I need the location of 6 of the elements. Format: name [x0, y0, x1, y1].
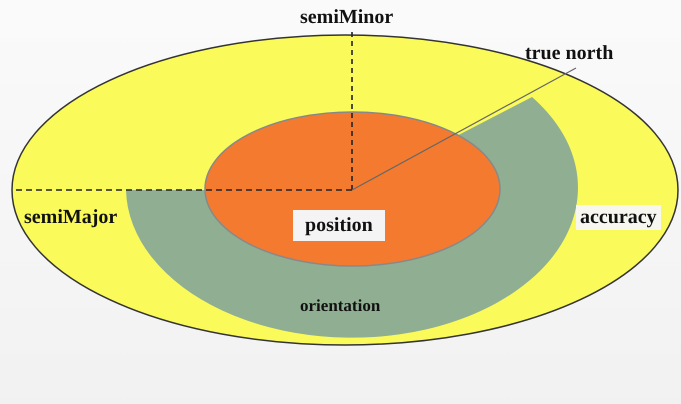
orientation-label: orientation [300, 296, 380, 316]
axis-label: semiMajor [24, 206, 118, 229]
direction-label: true north [525, 42, 614, 65]
axis-label: semiMinor [300, 6, 394, 29]
accuracy-label: accuracy [576, 205, 661, 230]
position-label: position [293, 210, 385, 241]
